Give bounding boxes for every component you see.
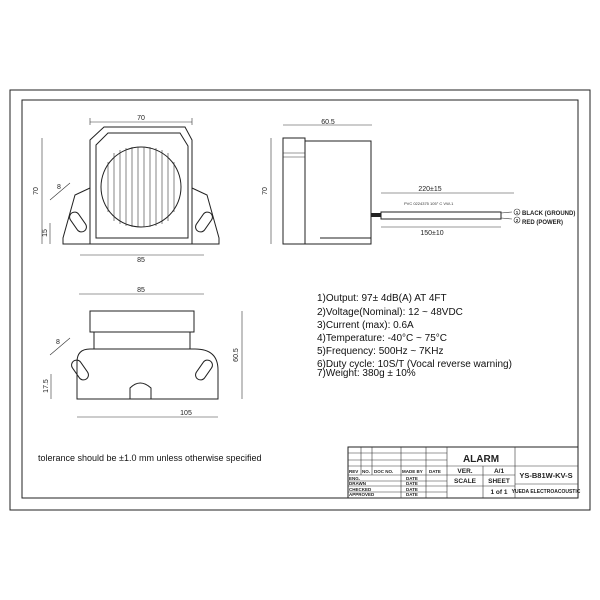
svg-text:SHEET: SHEET [488, 478, 510, 485]
svg-text:DATE: DATE [406, 492, 418, 497]
bottom-slot-offset-dim: 17.5 [43, 379, 50, 393]
wire-label: PVC 0224375 105° C VW-1 [404, 201, 454, 206]
svg-text:2)Voltage(Nominal): 12 ~ 48VDC: 2)Voltage(Nominal): 12 ~ 48VDC [317, 307, 463, 318]
svg-text:NO.: NO. [362, 469, 370, 474]
front-mount-spacing-dim: 85 [137, 257, 145, 264]
side-view: 60.5 70 220±15 150±10 PVC 0224375 105° C… [262, 119, 575, 245]
slot-width-dim: 8 [57, 184, 61, 191]
wire-total-length-dim: 220±15 [418, 186, 441, 193]
bottom-slot-width-dim: 8 [56, 339, 60, 346]
spec-list: 1)Output: 97± 4dB(A) AT 4FT 2)Voltage(No… [317, 293, 512, 379]
bottom-width-dim: 105 [180, 410, 192, 417]
svg-text:DATE: DATE [406, 487, 418, 492]
bottom-height-dim: 60.5 [233, 348, 240, 362]
svg-text:MADE BY: MADE BY [402, 469, 423, 474]
title-block: ALARM REV NO. DOC NO. MADE BY DATE ENG. … [347, 446, 581, 499]
title-alarm: ALARM [463, 454, 499, 465]
svg-text:ENG.: ENG. [349, 476, 360, 481]
wire-red-label: RED (POWER) [522, 220, 563, 226]
front-height-dim: 70 [33, 187, 40, 195]
svg-text:1)Output: 97± 4dB(A) AT 4FT: 1)Output: 97± 4dB(A) AT 4FT [317, 293, 447, 304]
bottom-view: 85 60.5 17.5 8 105 [43, 287, 243, 418]
svg-text:4)Temperature: -40°C ~ 75°C: 4)Temperature: -40°C ~ 75°C [317, 333, 447, 344]
svg-text:DOC NO.: DOC NO. [374, 469, 393, 474]
svg-text:DRAWN: DRAWN [349, 481, 366, 486]
front-view: 70 70 15 8 85 [33, 115, 220, 264]
inner-frame [21, 99, 579, 499]
tolerance-note: tolerance should be ±1.0 mm unless other… [38, 453, 262, 463]
svg-text:3)Current (max): 0.6A: 3)Current (max): 0.6A [317, 320, 414, 331]
bottom-mount-spacing-dim: 85 [137, 287, 145, 294]
slot-offset-dim: 15 [42, 229, 49, 237]
svg-text:2: 2 [516, 218, 519, 223]
front-width-dim: 70 [137, 115, 145, 122]
svg-text:1 of 1: 1 of 1 [491, 489, 508, 496]
svg-text:6)Duty cycle: 10S/T (Vocal rev: 6)Duty cycle: 10S/T (Vocal reverse warni… [317, 359, 512, 370]
svg-text:7)Weight: 380g ± 10%: 7)Weight: 380g ± 10% [317, 368, 416, 379]
svg-text:APPROVED: APPROVED [349, 492, 375, 497]
wire-black-label: BLACK (GROUND) [522, 211, 575, 217]
side-depth-dim: 60.5 [321, 119, 335, 126]
svg-text:DATE: DATE [406, 481, 418, 486]
wire-sheath-length-dim: 150±10 [420, 230, 443, 237]
side-height-dim: 70 [262, 187, 269, 195]
company-name: YUEDA ELECTROACOUSTIC [512, 489, 581, 495]
svg-text:5)Frequency: 500Hz ~ 7KHz: 5)Frequency: 500Hz ~ 7KHz [317, 346, 443, 357]
svg-text:DATE: DATE [406, 476, 418, 481]
svg-text:DATE: DATE [429, 469, 441, 474]
svg-text:CHECKED: CHECKED [349, 487, 372, 492]
svg-text:REV: REV [349, 469, 358, 474]
svg-text:1: 1 [516, 210, 519, 215]
svg-text:VER.: VER. [457, 468, 472, 475]
part-number: YS-B81W-KV-S [519, 471, 572, 480]
svg-text:A/1: A/1 [494, 468, 505, 475]
svg-text:SCALE: SCALE [454, 478, 477, 485]
outer-frame [9, 89, 591, 511]
